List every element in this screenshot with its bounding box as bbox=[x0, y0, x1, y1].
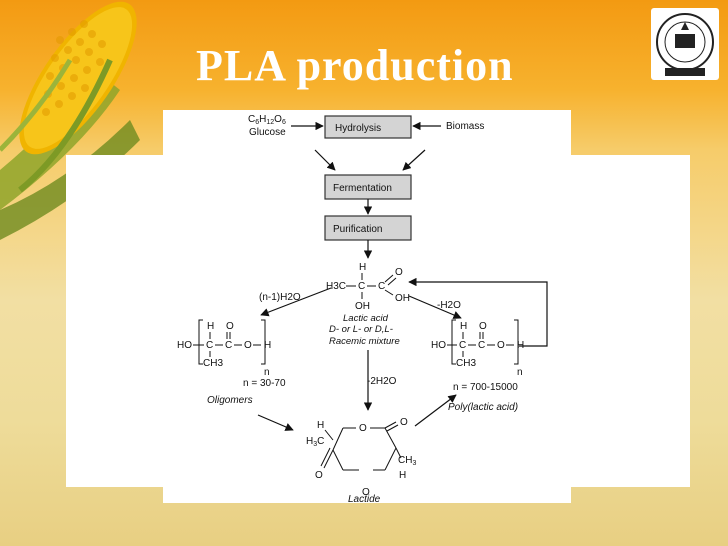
svg-text:CH3: CH3 bbox=[456, 358, 476, 369]
svg-text:OH: OH bbox=[355, 301, 370, 312]
svg-text:H: H bbox=[460, 321, 467, 332]
svg-text:OH: OH bbox=[395, 293, 410, 304]
input-arrows bbox=[291, 121, 441, 259]
svg-text:C: C bbox=[459, 340, 466, 351]
purification-label: Purification bbox=[333, 224, 382, 235]
university-seal-icon bbox=[656, 13, 714, 76]
svg-text:O: O bbox=[479, 321, 487, 332]
svg-text:H: H bbox=[317, 420, 324, 431]
pla-production-diagram: C6H12O6 Glucose Biomass Hydrolysis Ferme… bbox=[163, 110, 571, 503]
svg-text:n: n bbox=[264, 367, 270, 378]
slide-title: PLA production bbox=[196, 41, 514, 90]
purification-box: Purification bbox=[324, 215, 412, 241]
lactic-acid-racemic: Racemic mixture bbox=[329, 336, 400, 347]
oligomers-n-range: n = 30-70 bbox=[243, 378, 286, 389]
university-logo bbox=[651, 8, 719, 80]
svg-text:H: H bbox=[207, 321, 214, 332]
svg-text:HO: HO bbox=[177, 340, 192, 351]
svg-text:C: C bbox=[478, 340, 485, 351]
pla-name: Poly(lactic acid) bbox=[448, 402, 518, 413]
lactic-acid-isomers: D- or L- or D,L- bbox=[329, 324, 393, 335]
svg-text:H: H bbox=[517, 340, 524, 351]
svg-text:H: H bbox=[359, 262, 366, 273]
glucose-formula: C6H12O6 bbox=[248, 114, 286, 126]
svg-text:O: O bbox=[315, 470, 323, 481]
svg-text:O: O bbox=[497, 340, 505, 351]
svg-text:CH3: CH3 bbox=[398, 455, 416, 467]
svg-text:O: O bbox=[244, 340, 252, 351]
svg-text:H: H bbox=[264, 340, 271, 351]
hydrolysis-label: Hydrolysis bbox=[335, 123, 381, 134]
oligomers-name: Oligomers bbox=[207, 395, 253, 406]
water-loss-oligomers: (n-1)H2O bbox=[259, 292, 301, 303]
svg-text:H3C: H3C bbox=[326, 281, 346, 292]
fermentation-label: Fermentation bbox=[333, 183, 392, 194]
hydrolysis-box: Hydrolysis bbox=[324, 115, 412, 139]
fermentation-box: Fermentation bbox=[324, 174, 412, 200]
svg-text:O: O bbox=[400, 417, 408, 428]
svg-text:HO: HO bbox=[431, 340, 446, 351]
water-loss-pla: -H2O bbox=[437, 300, 461, 311]
svg-text:C: C bbox=[206, 340, 213, 351]
svg-text:C6H12O6: C6H12O6 bbox=[248, 114, 286, 126]
water-loss-lactide: -2H2O bbox=[367, 376, 397, 387]
svg-text:O: O bbox=[359, 423, 367, 434]
svg-text:O: O bbox=[362, 487, 370, 498]
biomass-label: Biomass bbox=[446, 121, 484, 132]
lactic-acid-name: Lactic acid bbox=[343, 313, 389, 324]
svg-text:C: C bbox=[378, 281, 385, 292]
svg-text:O: O bbox=[395, 267, 403, 278]
lactide-name: Lactide bbox=[348, 494, 381, 503]
svg-text:C: C bbox=[225, 340, 232, 351]
lactic-acid-structure: H H3C C C O OH OH bbox=[326, 262, 410, 312]
pla-n-range: n = 700-15000 bbox=[453, 382, 518, 393]
svg-text:O: O bbox=[226, 321, 234, 332]
svg-text:H3C: H3C bbox=[306, 436, 324, 448]
svg-text:n: n bbox=[517, 367, 523, 378]
pla-structure: H O HO C C O H CH3 n bbox=[431, 319, 524, 378]
lactide-structure: O O O O H H3C CH3 H bbox=[306, 417, 416, 498]
oligomers-structure: H O HO C C O H CH3 n bbox=[177, 319, 271, 378]
reaction-arrows bbox=[257, 277, 548, 431]
glucose-label: Glucose bbox=[249, 127, 286, 138]
svg-text:C: C bbox=[358, 281, 365, 292]
svg-text:H: H bbox=[399, 470, 406, 481]
svg-text:CH3: CH3 bbox=[203, 358, 223, 369]
